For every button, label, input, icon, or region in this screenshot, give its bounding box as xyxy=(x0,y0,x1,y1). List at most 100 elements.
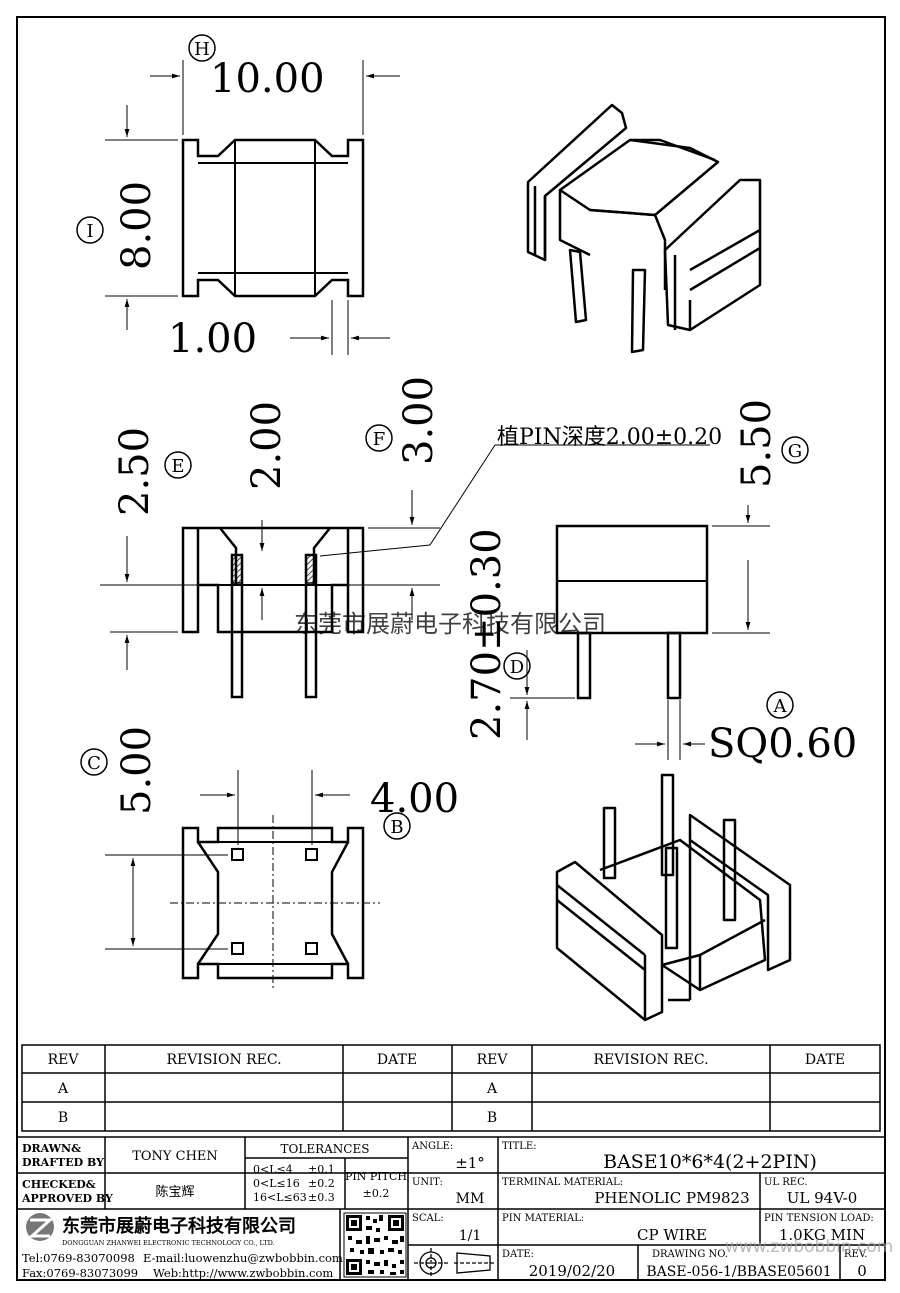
revrec-header-2: REVISION REC. xyxy=(593,1052,708,1068)
bottom-view-dimensions xyxy=(105,770,350,950)
company-logo xyxy=(26,1213,54,1241)
fax: Fax:0769-83073099 xyxy=(22,1266,138,1280)
marker-F: F xyxy=(365,424,393,452)
tension-label: PIN TENSION LOAD: xyxy=(764,1213,874,1224)
pin-pitch-value: ±0.2 xyxy=(363,1187,390,1200)
tol-value-1: ±0.1 xyxy=(308,1163,335,1176)
company-name-cn: 东莞市展蔚电子科技有限公司 xyxy=(62,1215,296,1237)
marker-I: I xyxy=(76,216,104,244)
tol-value-3: ±0.3 xyxy=(308,1191,335,1204)
watermark-company: 东莞市展蔚电子科技有限公司 xyxy=(294,610,606,638)
side-view xyxy=(555,524,709,700)
ul-label: UL REC. xyxy=(764,1177,808,1188)
marker-C: C xyxy=(80,748,108,776)
ul-value: UL 94V-0 xyxy=(787,1189,858,1207)
title-block-grid xyxy=(16,1136,886,1281)
dim-5-50: 5.50 xyxy=(734,399,780,488)
rev-value: 0 xyxy=(857,1262,867,1280)
email: E-mail:luowenzhu@zwbobbin.com xyxy=(143,1251,343,1265)
iso-view-bottom xyxy=(555,773,792,1022)
svg-text:D: D xyxy=(510,657,524,678)
tol-range-2: 0<L≤16 xyxy=(253,1177,300,1190)
bottom-view-centerlines xyxy=(170,815,380,990)
tolerances-label: TOLERANCES xyxy=(281,1142,370,1156)
svg-text:A: A xyxy=(773,696,788,717)
tol-range-1: 0<L≤4 xyxy=(253,1163,293,1176)
rev-header-2: REV xyxy=(477,1052,509,1068)
rev-row-a-1: A xyxy=(57,1081,69,1097)
top-view-dimensions xyxy=(105,60,400,355)
dim-3-00: 3.00 xyxy=(396,376,442,465)
company-name-en: DONGGUAN ZHANWEI ELECTRONIC TECHNOLOGY C… xyxy=(62,1239,275,1247)
marker-H: H xyxy=(188,34,216,62)
marker-G: G xyxy=(781,436,809,464)
rev-label: REV. xyxy=(844,1249,867,1260)
pin-depth-note: 植PIN深度2.00±0.20 xyxy=(497,425,722,450)
tol-range-3: 16<L≤63 xyxy=(253,1191,307,1204)
checked-value: 陈宝辉 xyxy=(155,1184,194,1200)
drawn-label-2: DRAFTED BY xyxy=(22,1156,104,1169)
rev-header-1: REV xyxy=(48,1052,80,1068)
marker-E: E xyxy=(164,451,192,479)
svg-text:I: I xyxy=(86,221,93,242)
marker-D: D xyxy=(503,652,531,680)
dim-2-00: 2.00 xyxy=(244,401,290,490)
svg-text:G: G xyxy=(788,441,802,462)
dim-5-00: 5.00 xyxy=(114,726,160,815)
unit-value: MM xyxy=(456,1191,485,1207)
iso-view-top xyxy=(526,103,762,354)
dim-2-50: 2.50 xyxy=(112,427,158,516)
web-watermark: www.zwbobbin.com xyxy=(725,1237,893,1257)
dim-flange-1: 1.00 xyxy=(168,316,257,362)
pin-section-left xyxy=(231,554,243,584)
checked-label-2: APPROVED BY xyxy=(21,1192,113,1205)
angle-label: ANGLE: xyxy=(411,1141,453,1152)
checked-label-1: CHECKED& xyxy=(22,1178,96,1191)
drawing-no-value: BASE-056-1/BBASE05601 xyxy=(646,1264,831,1280)
title-block-text: DRAWN& DRAFTED BY TONY CHEN CHECKED& APP… xyxy=(21,1141,893,1280)
svg-text:H: H xyxy=(194,39,210,60)
pin-section-right xyxy=(305,554,317,584)
top-view xyxy=(181,138,365,298)
marker-A: A xyxy=(766,691,794,719)
qr-code xyxy=(343,1212,407,1278)
revision-table-text: REV REVISION REC. DATE REV REVISION REC.… xyxy=(48,1052,846,1126)
date-value: 2019/02/20 xyxy=(529,1262,615,1280)
pin-material-value: CP WIRE xyxy=(637,1226,707,1244)
dim-2-70: 2.70±0.30 xyxy=(464,528,510,740)
drawn-label-1: DRAWN& xyxy=(22,1142,81,1155)
date-label: DATE: xyxy=(502,1249,534,1260)
web: Web:http://www.zwbobbin.com xyxy=(153,1266,333,1280)
svg-text:C: C xyxy=(87,753,101,774)
rev-row-a-2: A xyxy=(486,1081,498,1097)
svg-text:E: E xyxy=(171,456,184,477)
rev-row-b-1: B xyxy=(58,1110,68,1126)
date-header-1: DATE xyxy=(377,1052,417,1068)
title-value: BASE10*6*4(2+2PIN) xyxy=(603,1151,817,1173)
tel: Tel:0769-83070098 xyxy=(22,1251,135,1265)
angle-value: ±1° xyxy=(455,1154,485,1172)
drawing-no-label: DRAWING NO. xyxy=(652,1249,728,1260)
dim-width-10: 10.00 xyxy=(210,56,325,102)
revision-table xyxy=(21,1044,881,1132)
dim-4-00: 4.00 xyxy=(370,776,459,822)
dim-depth-8: 8.00 xyxy=(114,181,160,270)
tension-value: 1.0KG MIN xyxy=(779,1226,865,1244)
svg-text:B: B xyxy=(390,817,403,838)
tol-value-2: ±0.2 xyxy=(308,1177,335,1190)
scale-value: 1/1 xyxy=(459,1228,482,1244)
date-header-2: DATE xyxy=(805,1052,845,1068)
revrec-header-1: REVISION REC. xyxy=(166,1052,281,1068)
marker-B: B xyxy=(383,812,411,840)
terminal-value: PHENOLIC PM9823 xyxy=(594,1189,749,1207)
unit-label: UNIT: xyxy=(412,1177,443,1188)
title-label: TITLE: xyxy=(502,1141,537,1152)
svg-text:F: F xyxy=(373,429,386,450)
scale-label: SCAL: xyxy=(412,1213,444,1224)
dim-sq-0-60: SQ0.60 xyxy=(708,721,857,767)
projection-symbol xyxy=(414,1248,494,1278)
terminal-label: TERMINAL MATERIAL: xyxy=(502,1177,623,1188)
pin-material-label: PIN MATERIAL: xyxy=(502,1213,584,1224)
